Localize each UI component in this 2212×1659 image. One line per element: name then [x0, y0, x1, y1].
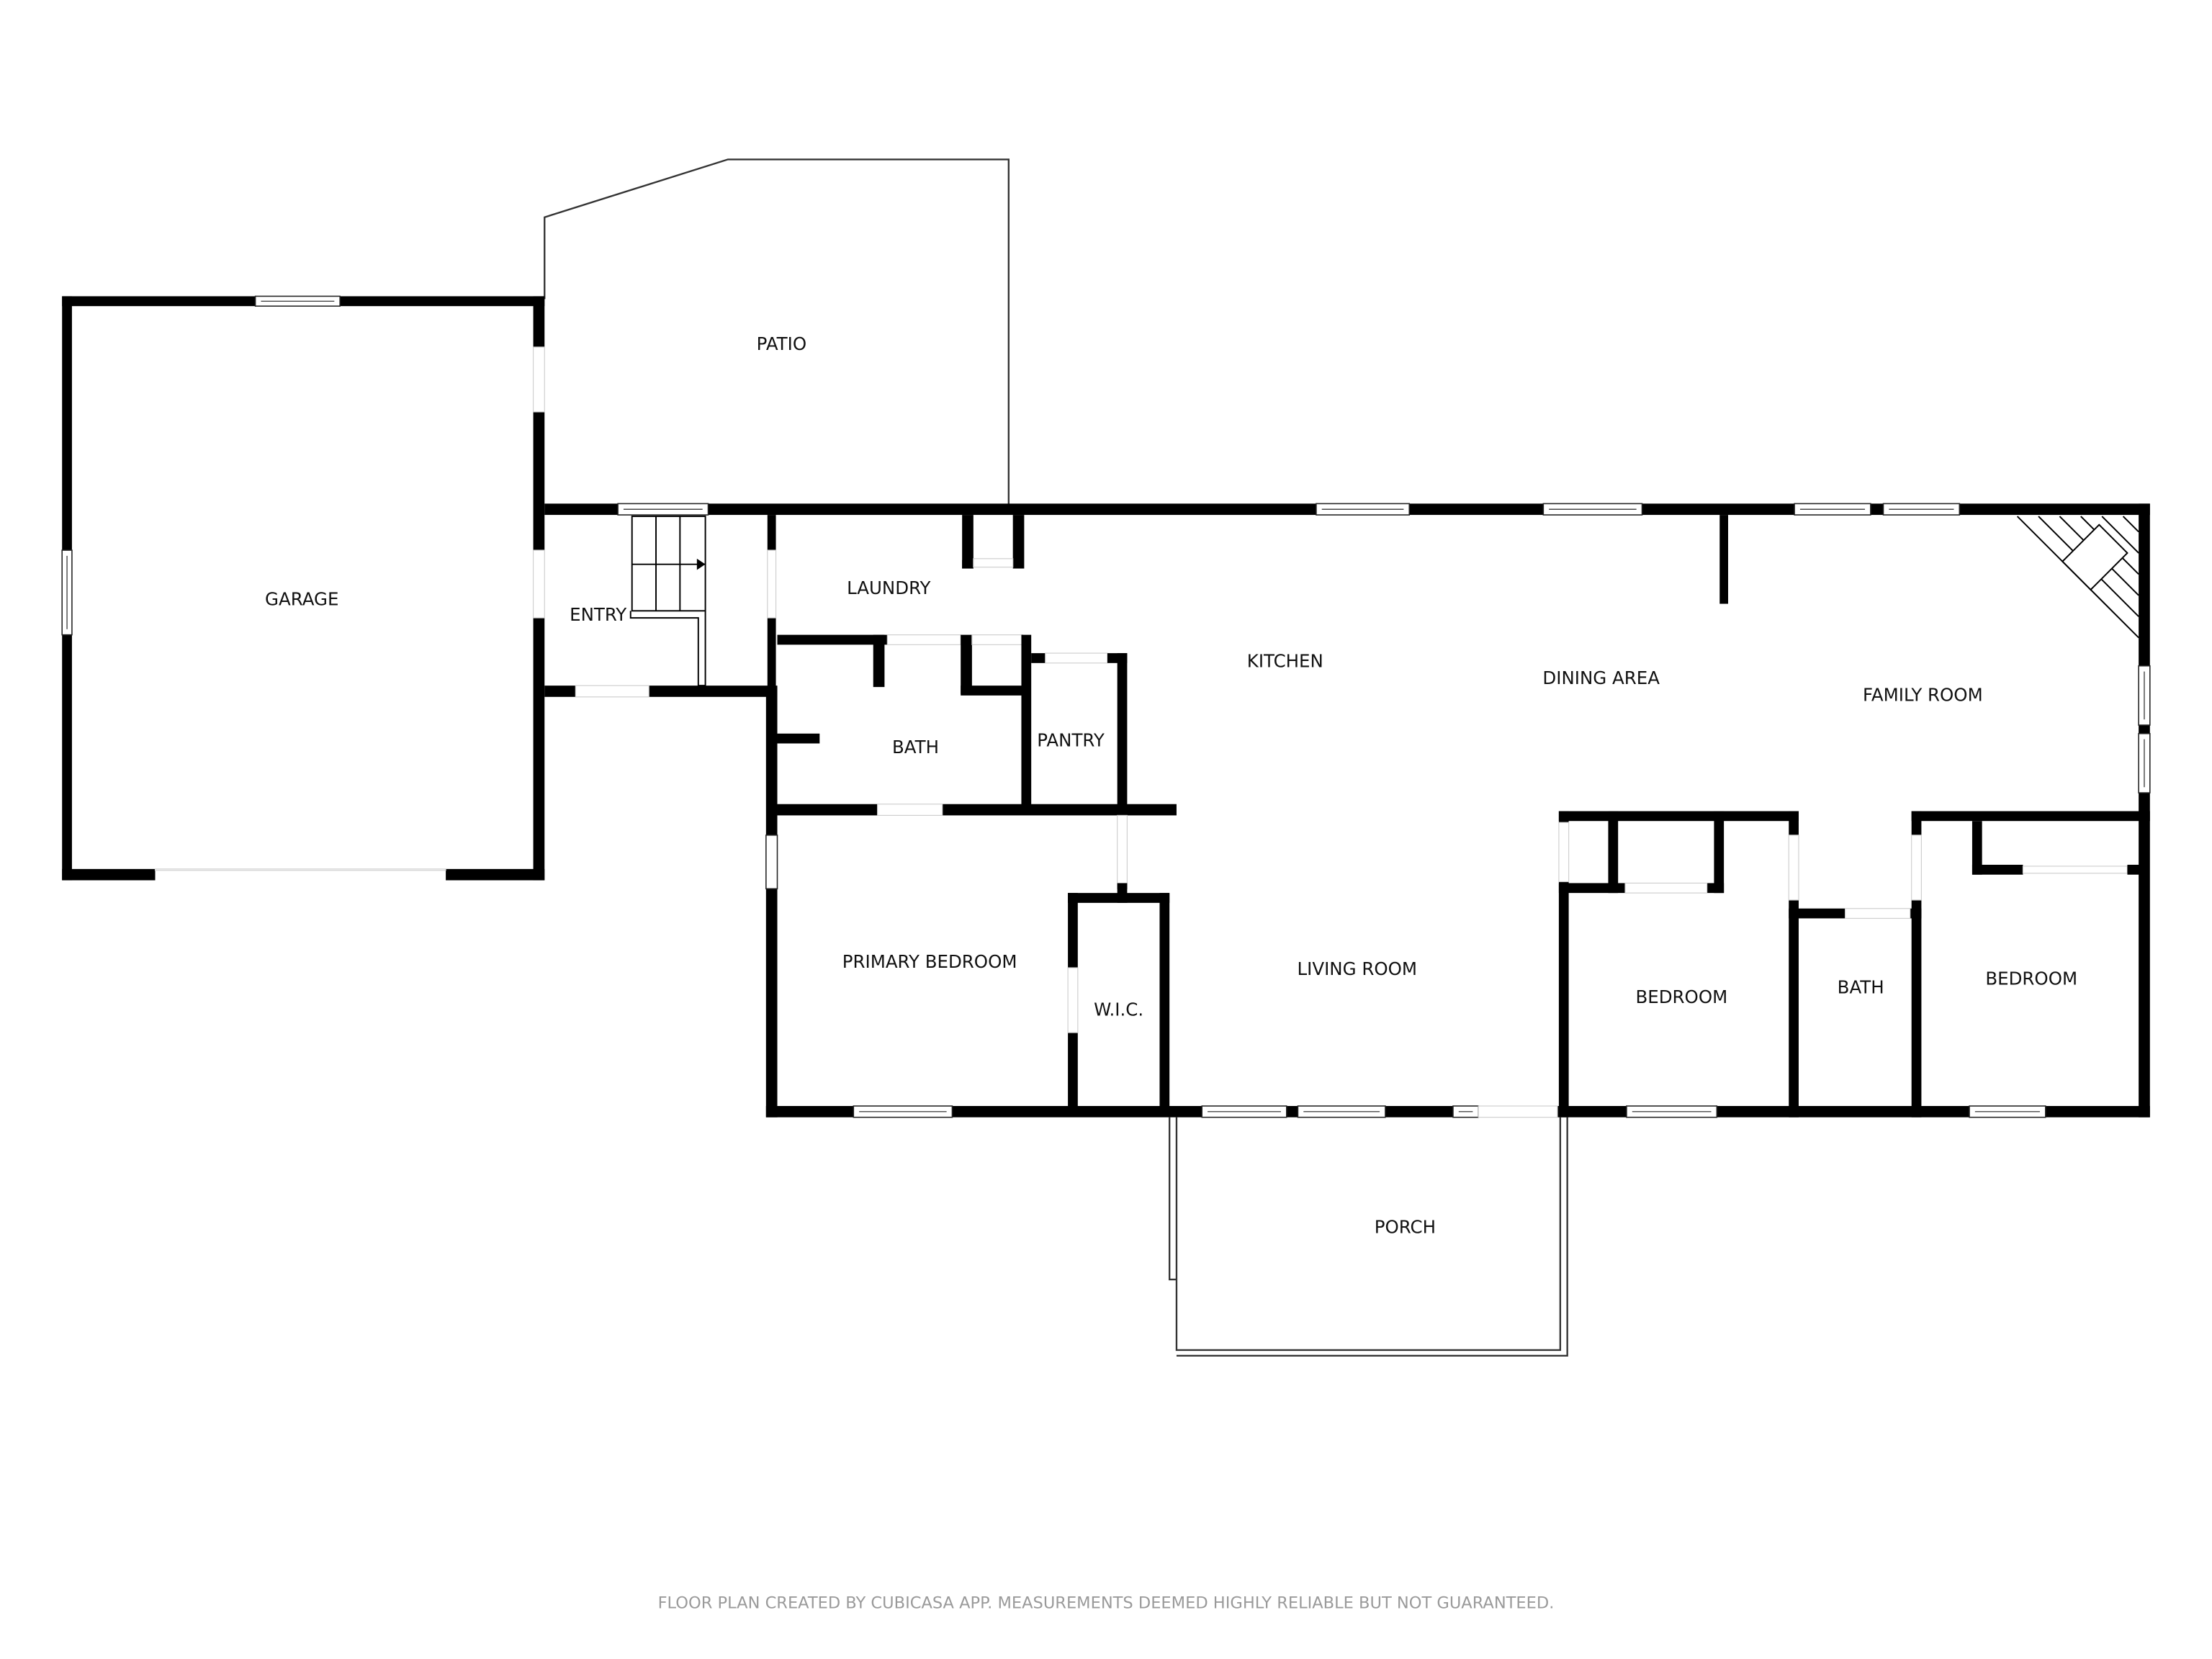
label-family-room: FAMILY ROOM [1863, 685, 1983, 706]
label-kitchen: KITCHEN [1247, 651, 1323, 672]
label-dining-area: DINING AREA [1542, 667, 1660, 688]
laundry-closet [962, 515, 1025, 569]
label-bedroom-1: BEDROOM [1635, 986, 1727, 1007]
label-porch: PORCH [1375, 1216, 1436, 1237]
label-pantry: PANTRY [1037, 729, 1105, 750]
patio-outline [544, 158, 1010, 508]
label-living-room: LIVING ROOM [1297, 958, 1416, 979]
label-garage: GARAGE [265, 588, 338, 609]
label-primary-bedroom: PRIMARY BEDROOM [842, 951, 1017, 972]
label-bath-2: BATH [1838, 976, 1884, 997]
top-windows [617, 503, 1961, 516]
bottom-windows [765, 835, 2046, 1118]
fireplace [2016, 516, 2139, 639]
dining-partial-wall [1719, 515, 1728, 604]
wic-walls [1067, 883, 1170, 1112]
garage-walls [61, 295, 545, 881]
bedroom-2-walls [1911, 811, 2150, 875]
label-wic: W.I.C. [1094, 999, 1143, 1020]
footer-disclaimer: FLOOR PLAN CREATED BY CUBICASA APP. MEAS… [658, 1593, 1555, 1612]
porch-outline [1168, 1117, 1568, 1357]
label-bedroom-2: BEDROOM [1985, 968, 2077, 989]
right-windows [2138, 665, 2151, 793]
label-patio: PATIO [757, 333, 806, 354]
entry-stairs [629, 516, 706, 687]
bath-pantry-walls [777, 634, 1177, 889]
bath-2-walls [1789, 811, 1922, 1118]
label-bath-1: BATH [892, 737, 939, 757]
label-laundry: LAUNDRY [847, 577, 930, 598]
bedroom-1-walls [1558, 811, 1799, 1118]
label-entry: ENTRY [570, 604, 626, 625]
